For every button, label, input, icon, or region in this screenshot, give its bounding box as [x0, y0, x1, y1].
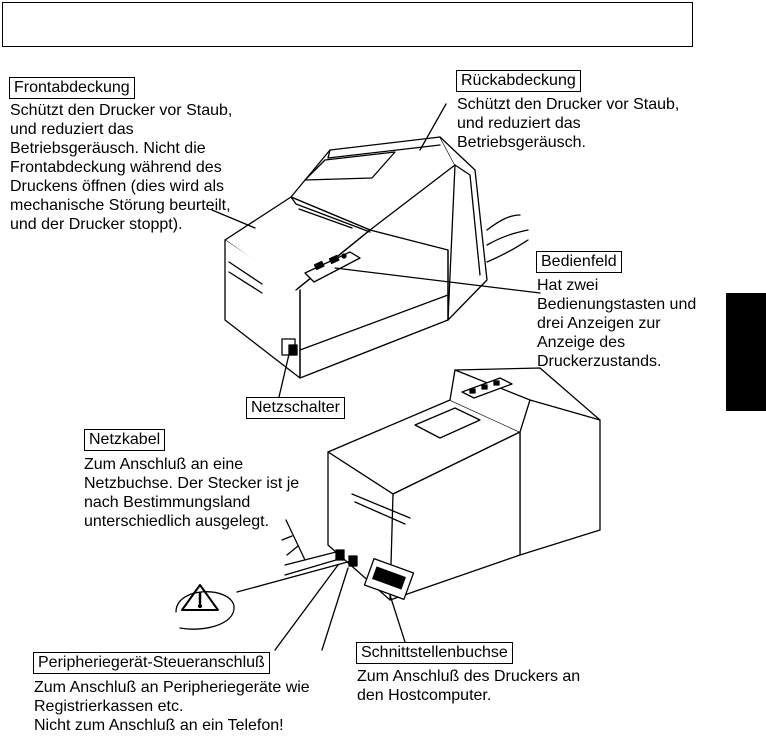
section-tab — [726, 293, 766, 411]
header-box — [2, 2, 693, 47]
label-power-cable: Netzkabel — [84, 429, 166, 451]
desc-interface-port: Zum Anschluß des Druckers an den Hostcom… — [357, 668, 581, 704]
label-interface-port: Schnittstellenbuchse — [356, 642, 513, 664]
printer-rear-view — [175, 367, 601, 651]
printer-front-view — [211, 103, 541, 398]
desc-front-cover: Schützt den Drucker vor Staub, und reduz… — [10, 102, 233, 233]
label-front-cover: Frontabdeckung — [9, 77, 135, 99]
desc-power-cable: Zum Anschluß an eine Netzbuchse. Der Ste… — [84, 456, 300, 530]
label-control-panel: Bedienfeld — [536, 251, 622, 273]
desc-control-panel: Hat zwei Bedienungstasten und drei Anzei… — [537, 277, 697, 370]
desc-peripheral-port: Zum Anschluß an Peripheriegeräte wie Reg… — [34, 679, 310, 734]
label-peripheral-port: Peripheriegerät-Steueranschluß — [33, 652, 270, 674]
label-rear-cover: Rückabdeckung — [456, 70, 581, 92]
label-power-switch: Netzschalter — [246, 397, 345, 419]
desc-rear-cover: Schützt den Drucker vor Staub, und reduz… — [457, 96, 680, 151]
